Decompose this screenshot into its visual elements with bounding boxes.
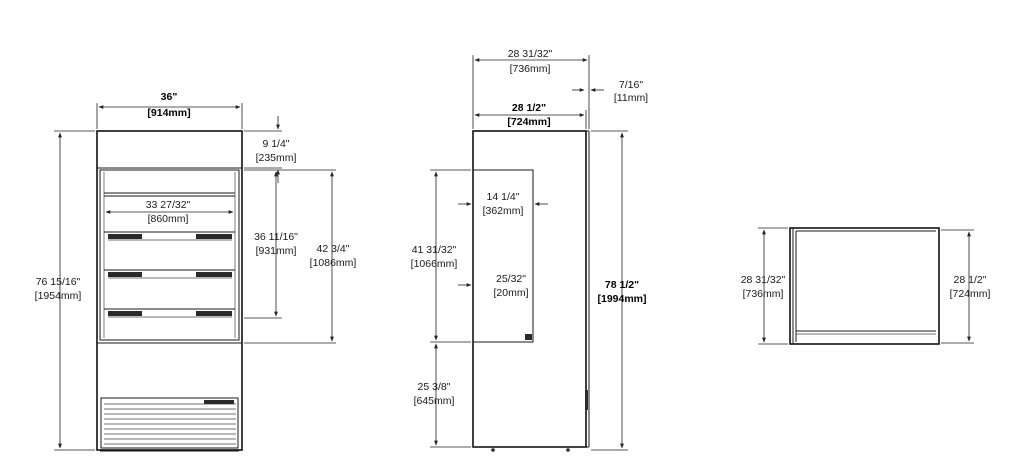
front-opening-height-in: 36 11/16" [254, 231, 298, 243]
top-right-dim-mm: [724mm] [950, 288, 991, 300]
side-gap-in: 25/32" [496, 273, 526, 285]
top-left-dim-in: 28 31/32" [741, 274, 786, 286]
side-offset-in: 7/16" [619, 79, 643, 91]
side-height-mm: [1994mm] [597, 293, 646, 305]
side-panel-height-mm: [1066mm] [411, 258, 458, 270]
side-panel-width-mm: [362mm] [483, 205, 524, 217]
side-panel-width-in: 14 1/4" [487, 191, 520, 203]
top-right-dim-in: 28 1/2" [954, 274, 987, 286]
side-cabinet-outline [472, 130, 587, 448]
side-height-in: 78 1/2" [605, 279, 639, 291]
front-shelf-width-in: 33 27/32" [146, 199, 191, 211]
side-depth-mm: [724mm] [507, 116, 550, 128]
front-opening-height-mm: [931mm] [256, 245, 297, 257]
front-base-grille [97, 342, 242, 452]
side-panel-height-in: 41 31/32" [412, 244, 457, 256]
front-top-mm: [235mm] [256, 152, 297, 164]
front-width-in: 36" [161, 91, 178, 103]
front-shelf-width-mm: [860mm] [148, 213, 189, 225]
side-panel [472, 169, 534, 343]
side-total-depth-in: 28 31/32" [508, 48, 553, 60]
side-total-depth-mm: [736mm] [510, 63, 551, 75]
front-view: 36" [914mm] 9 1/4" [235mm] 33 27/32" [86… [35, 91, 357, 452]
side-offset-mm: [11mm] [614, 92, 648, 104]
front-height-in: 76 15/16" [36, 276, 81, 288]
side-base-height-in: 25 3/8" [418, 381, 451, 393]
side-depth-in: 28 1/2" [512, 102, 546, 114]
front-display-height-in: 42 3/4" [317, 243, 350, 255]
side-gap-mm: [20mm] [493, 287, 528, 299]
side-base-height-mm: [645mm] [414, 395, 455, 407]
top-view: 28 31/32" [736mm] 28 1/2" [724mm] [741, 227, 991, 345]
front-width-mm: [914mm] [147, 107, 190, 119]
front-cabinet-outline [96, 130, 243, 451]
front-height-mm: [1954mm] [35, 290, 82, 302]
top-cabinet-outline [789, 227, 940, 345]
front-shelves [104, 192, 235, 318]
front-top-in: 9 1/4" [262, 138, 289, 150]
front-display-height-mm: [1086mm] [310, 257, 357, 269]
side-view: 28 31/32" [736mm] 28 1/2" [724mm] 7/16" … [411, 48, 648, 452]
top-left-dim-mm: [736mm] [743, 288, 784, 300]
